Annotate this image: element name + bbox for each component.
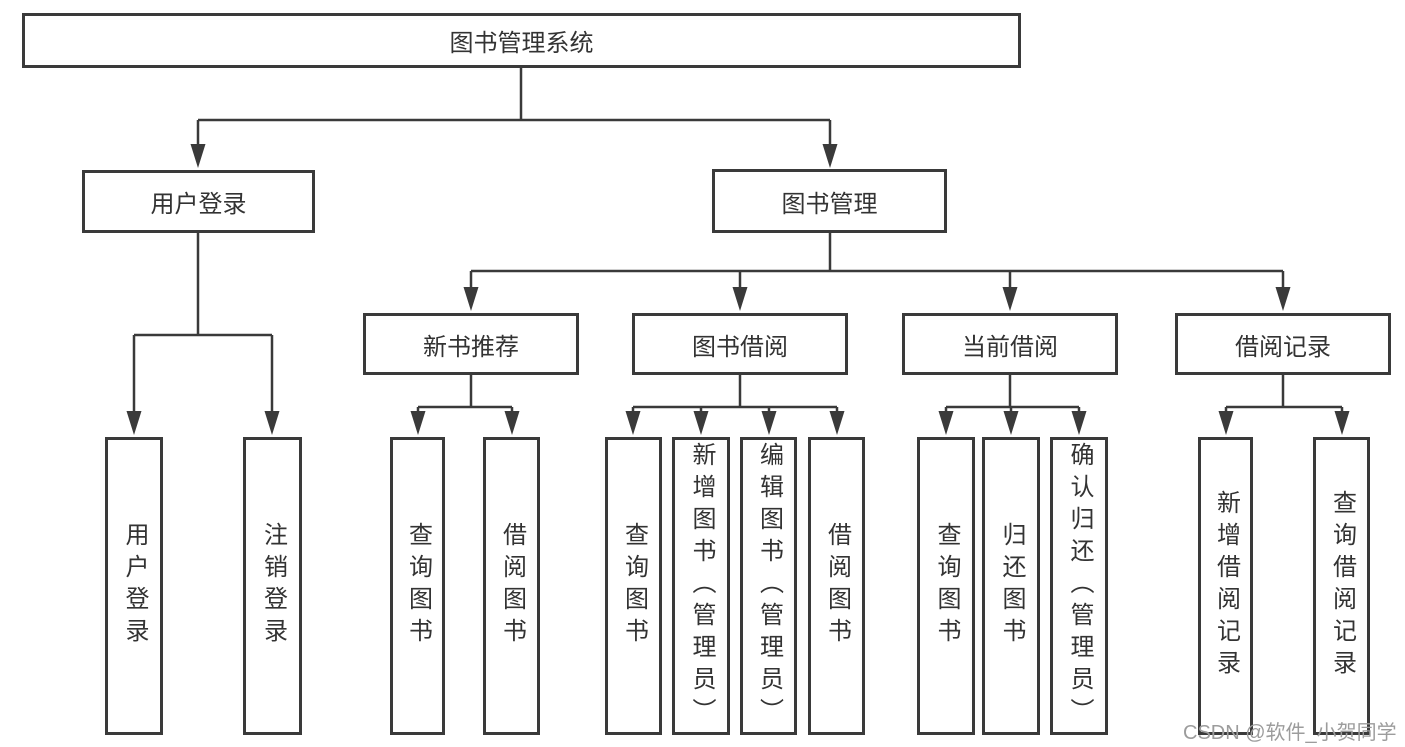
node-current-borrow: 当前借阅 [902,313,1118,375]
arrow-down-icon [126,411,142,435]
arrow-down-icon [732,287,748,311]
edge-user-login-branch [132,233,274,413]
arrow-down-icon [463,287,479,311]
leaf-bb-edit-books: 编辑图书（管理员） [740,437,797,735]
node-user-login: 用户登录 [82,170,315,233]
leaf-cb-query-books-label: 查询图书 [933,522,960,650]
leaf-bb-borrow-books: 借阅图书 [808,437,865,735]
edge-new-book-rec-branch [416,375,514,413]
leaf-cb-confirm-return-label: 确认归还（管理员） [1066,442,1093,730]
leaf-bb-borrow-books-label: 借阅图书 [823,522,851,650]
leaf-logout: 注销登录 [243,437,302,735]
node-book-borrow: 图书借阅 [632,313,848,375]
leaf-cb-query-books: 查询图书 [917,437,975,735]
node-current-borrow-label: 当前借阅 [962,333,1058,361]
leaf-user-login-label: 用户登录 [121,522,148,650]
node-new-book-recommend: 新书推荐 [363,313,579,375]
node-root: 图书管理系统 [22,13,1021,68]
arrow-down-icon [829,411,845,435]
leaf-cb-return-books: 归还图书 [982,437,1040,735]
leaf-rec-borrow-books-label: 借阅图书 [498,522,526,650]
node-book-borrow-label: 图书借阅 [692,333,788,361]
leaf-bb-query-books: 查询图书 [605,437,662,735]
arrow-down-icon [1275,287,1291,311]
node-borrow-record-label: 借阅记录 [1235,333,1331,361]
arrow-down-icon [1003,411,1019,435]
leaf-rec-query-books-label: 查询图书 [404,522,432,650]
leaf-logout-label: 注销登录 [259,522,287,650]
arrow-down-icon [1071,411,1087,435]
leaf-bb-query-books-label: 查询图书 [620,522,648,650]
leaf-bb-add-books: 新增图书（管理员） [672,437,730,735]
arrow-down-icon [1002,287,1018,311]
leaf-rec-query-books: 查询图书 [390,437,445,735]
arrow-down-icon [822,144,838,168]
csdn-watermark: CSDN @软件_小贺同学 [1183,722,1397,744]
leaf-br-add-record-label: 新增借阅记录 [1212,490,1240,682]
node-book-management-label: 图书管理 [781,190,878,218]
leaf-br-query-record-label: 查询借阅记录 [1328,490,1356,682]
arrow-down-icon [1334,411,1350,435]
leaf-cb-confirm-return: 确认归还（管理员） [1050,437,1108,735]
leaf-cb-return-books-label: 归还图书 [998,522,1025,650]
edge-root-trunk [196,68,832,146]
leaf-br-query-record: 查询借阅记录 [1313,437,1370,735]
leaf-bb-edit-books-label: 编辑图书（管理员） [755,442,783,730]
arrow-down-icon [625,411,641,435]
edge-borrow-record-branch [1224,375,1344,413]
arrowheads [126,144,1350,435]
arrow-down-icon [190,144,206,168]
leaf-br-add-record: 新增借阅记录 [1198,437,1253,735]
leaf-rec-borrow-books: 借阅图书 [483,437,540,735]
arrow-down-icon [504,411,520,435]
node-root-label: 图书管理系统 [449,30,594,57]
node-borrow-record: 借阅记录 [1175,313,1391,375]
arrow-down-icon [410,411,426,435]
leaf-user-login: 用户登录 [105,437,163,735]
edge-current-borrow-branch [944,375,1081,413]
edge-book-mgmt-branch [469,233,1285,289]
edge-book-borrow-branch [631,375,839,413]
arrow-down-icon [1218,411,1234,435]
node-book-management: 图书管理 [712,169,947,233]
leaf-bb-add-books-label: 新增图书（管理员） [688,442,715,730]
arrow-down-icon [693,411,709,435]
arrow-down-icon [264,411,280,435]
arrow-down-icon [761,411,777,435]
node-user-login-label: 用户登录 [150,191,247,218]
arrow-down-icon [938,411,954,435]
node-new-book-recommend-label: 新书推荐 [423,333,519,361]
